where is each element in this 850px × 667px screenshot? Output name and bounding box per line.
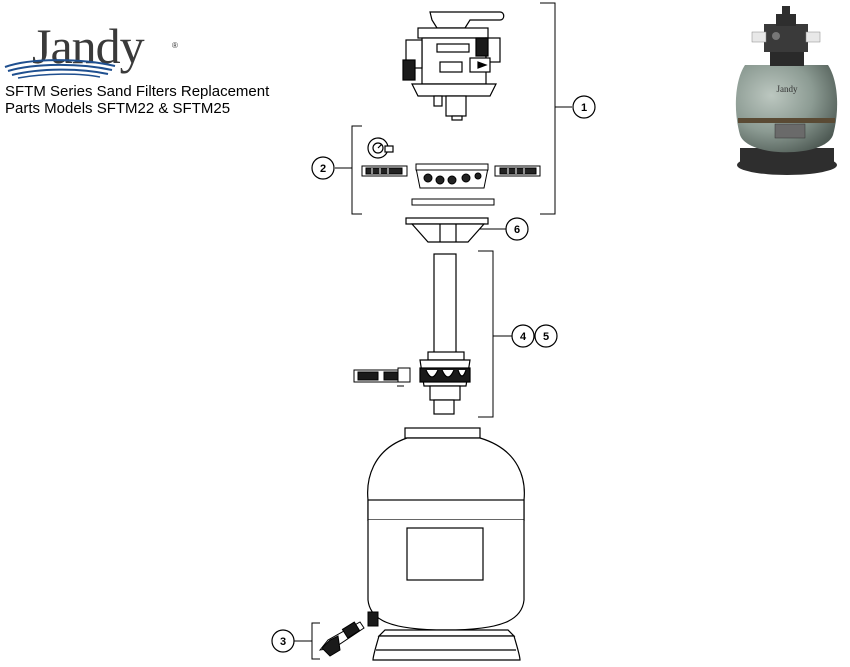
title-line-2: Parts Models SFTM22 & SFTM25	[5, 100, 231, 117]
photo-brand-mark: Jandy	[777, 84, 798, 94]
callout-2: 2	[311, 156, 335, 180]
svg-text:5: 5	[543, 331, 549, 343]
callout-6: 6	[505, 217, 529, 241]
pressure-gauge	[367, 137, 394, 159]
callout-3: 3	[271, 629, 295, 653]
svg-text:4: 4	[520, 331, 527, 343]
tank-band	[367, 499, 525, 521]
valve-handle	[429, 11, 505, 29]
bulkhead-right	[494, 165, 541, 177]
wave-icon	[4, 59, 116, 79]
svg-text:3: 3	[280, 636, 286, 648]
o-ring	[411, 198, 495, 206]
title-line-1: SFTM Series Sand Filters Replacement	[5, 83, 270, 100]
svg-text:6: 6	[514, 224, 520, 236]
callout-4: 4	[511, 324, 535, 348]
callout-1: 1	[572, 95, 596, 119]
standpipe	[433, 253, 457, 355]
jandy-logo: Jandy ®	[4, 18, 178, 79]
group-brackets	[293, 2, 572, 660]
bracket-2	[351, 125, 362, 215]
bulkhead-left	[361, 165, 408, 177]
trademark-symbol: ®	[172, 41, 178, 50]
svg-text:1: 1	[581, 102, 587, 114]
tank-base	[372, 635, 521, 661]
bracket-3	[311, 622, 320, 660]
multiport-valve	[402, 11, 505, 121]
right-port-union	[475, 37, 489, 57]
left-port-union	[402, 59, 416, 81]
bracket-4-5	[478, 250, 494, 418]
valve-adapter	[405, 217, 489, 243]
tank-label	[406, 527, 484, 581]
diffuser-basket	[415, 163, 489, 189]
standpipe-base	[433, 399, 455, 415]
bracket-1	[540, 2, 556, 215]
filter-tank	[367, 427, 525, 661]
svg-text:2: 2	[320, 163, 326, 175]
callout-5: 5	[534, 324, 558, 348]
drain-assembly	[318, 611, 379, 657]
drain-plug	[367, 611, 379, 627]
lateral-pipe	[353, 367, 411, 387]
assembled-filter-photo: Jandy	[735, 6, 838, 175]
page-title: SFTM Series Sand Filters Replacement Par…	[5, 83, 269, 117]
standpipe-assembly	[419, 253, 471, 415]
tank-neck	[404, 427, 481, 439]
